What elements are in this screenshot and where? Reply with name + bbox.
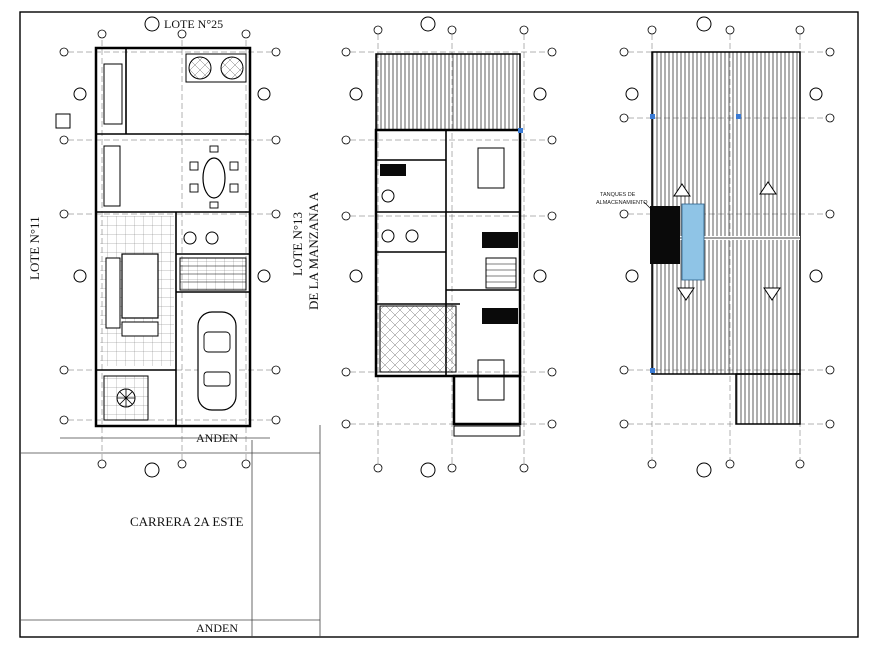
street-label: CARRERA 2A ESTE [130,514,243,529]
ground-floor-plan [55,40,272,462]
storage-tank-blue [681,203,705,281]
tanks-label-2: ALMACENAMIENTO [596,200,648,206]
lote-center-label-1: LOTE N°13 [290,212,305,276]
upper-floor-plan [350,34,548,465]
car-icon [197,311,237,411]
roof-plan [628,34,826,462]
lote-left-label: LOTE N°11 [27,216,42,280]
lote-top-label: LOTE N°25 [164,17,223,31]
axis-bubble-icon [59,25,835,473]
section-marker-icon [73,16,823,478]
anden-bottom-label: ANDEN [196,621,238,635]
sheet-border [19,11,859,638]
street-lines [20,425,321,637]
slope-arrow-icon [673,181,781,301]
lote-center-label-2: DE LA MANZANA A [306,191,321,310]
tree-icon [116,388,136,408]
storage-tank-dark [650,206,680,264]
anden-top-label: ANDEN [196,431,238,445]
tanks-label-1: TANQUES DE [600,192,636,198]
